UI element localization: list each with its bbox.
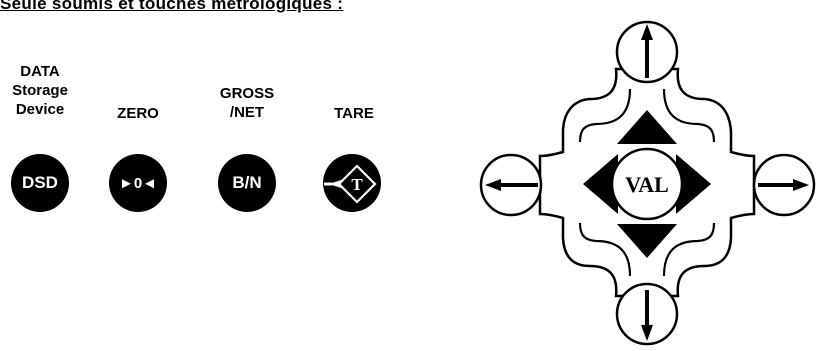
dsd-button[interactable]: DSD xyxy=(11,154,69,212)
tare-key-label: TARE xyxy=(334,105,374,122)
right-button[interactable] xyxy=(752,153,816,217)
arrow-right-icon xyxy=(758,179,809,191)
tare-button-label: T xyxy=(351,175,363,194)
triangle-down-icon xyxy=(617,224,677,258)
tare-button[interactable]: T xyxy=(323,154,381,212)
dsd-key-label: DATA Storage Device xyxy=(12,63,68,118)
val-button-label: VAL xyxy=(625,172,669,197)
zero-button[interactable]: ►0◄ xyxy=(109,154,167,212)
triangle-right-icon xyxy=(676,154,711,214)
val-button[interactable]: VAL xyxy=(610,147,684,221)
tare-icon: T xyxy=(324,164,377,204)
zero-key-label: ZERO xyxy=(117,105,159,122)
up-button[interactable] xyxy=(615,20,679,84)
down-button[interactable] xyxy=(615,282,679,346)
left-button[interactable] xyxy=(479,153,543,217)
gross-net-button[interactable]: B/N xyxy=(218,154,276,212)
dsd-button-label: DSD xyxy=(22,173,58,192)
gross-net-key-label: GROSS /NET xyxy=(219,85,275,121)
arrow-down-icon xyxy=(641,290,653,341)
zero-button-label: ►0◄ xyxy=(118,174,158,192)
navigation-pad: VAL xyxy=(479,20,816,346)
section-heading: Seule soumis et touches métrologiques : xyxy=(0,0,344,13)
arrow-left-icon xyxy=(485,179,538,191)
triangle-up-icon xyxy=(617,110,677,144)
gross-net-button-label: B/N xyxy=(232,173,262,192)
arrow-up-icon xyxy=(641,24,653,78)
triangle-left-icon xyxy=(583,154,618,214)
